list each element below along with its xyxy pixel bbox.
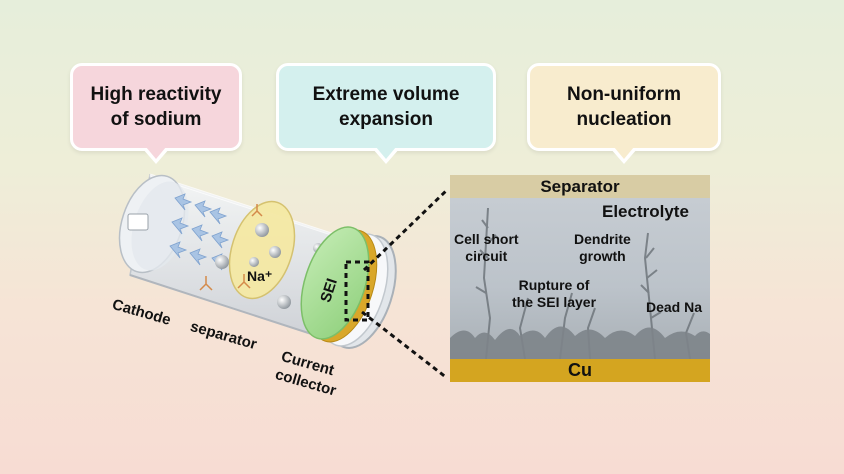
expansion-line1: Extreme volume [312, 84, 460, 105]
nucleation-bubble: Non-uniform nucleation [527, 63, 721, 164]
reactivity-line1: High reactivity [90, 84, 222, 105]
bubble-tail [376, 147, 396, 159]
reactivity-bubble: High reactivity of sodium [70, 63, 242, 164]
bubble-tail [146, 147, 166, 159]
dead-na-label: Dead Na [646, 299, 703, 315]
sei-rupture-label: Rupture of the SEI layer [512, 277, 596, 311]
short-circuit-label: Cell short circuit [454, 231, 519, 265]
expansion-line2: expansion [339, 109, 433, 130]
separator-disc [228, 200, 296, 300]
dendrite-drawing [450, 207, 710, 359]
bubble-tail [614, 147, 634, 159]
dendrite-growth-line2: growth [579, 248, 626, 264]
short-circuit-line1: Cell short [454, 231, 519, 247]
nucleation-line2: nucleation [576, 109, 672, 130]
electrolyte-molecules [199, 204, 263, 291]
sei-rupture-line2: the SEI layer [512, 294, 597, 310]
dendrite-growth-line1: Dendrite [574, 231, 631, 247]
sei-disc [300, 226, 370, 340]
reactivity-line2: of sodium [110, 109, 202, 130]
sei-rupture-line1: Rupture of [518, 277, 590, 293]
electrolyte-label: Electrolyte [602, 202, 689, 221]
micrograph-cu: Cu [450, 359, 710, 382]
short-circuit-line2: circuit [465, 248, 508, 264]
micrograph-image [450, 198, 710, 359]
na-ion-label: Na⁺ [247, 268, 273, 284]
micrograph-separator: Separator [450, 175, 710, 198]
expansion-bubble: Extreme volume expansion [276, 63, 496, 164]
nucleation-line1: Non-uniform [567, 84, 681, 105]
zoom-lines [344, 188, 449, 380]
dendrite-micrograph: Separator Cu Electrolyte Cell short circ… [450, 175, 710, 382]
dendrite-growth-label: Dendrite growth [574, 231, 631, 265]
cathode-disc [118, 174, 189, 274]
